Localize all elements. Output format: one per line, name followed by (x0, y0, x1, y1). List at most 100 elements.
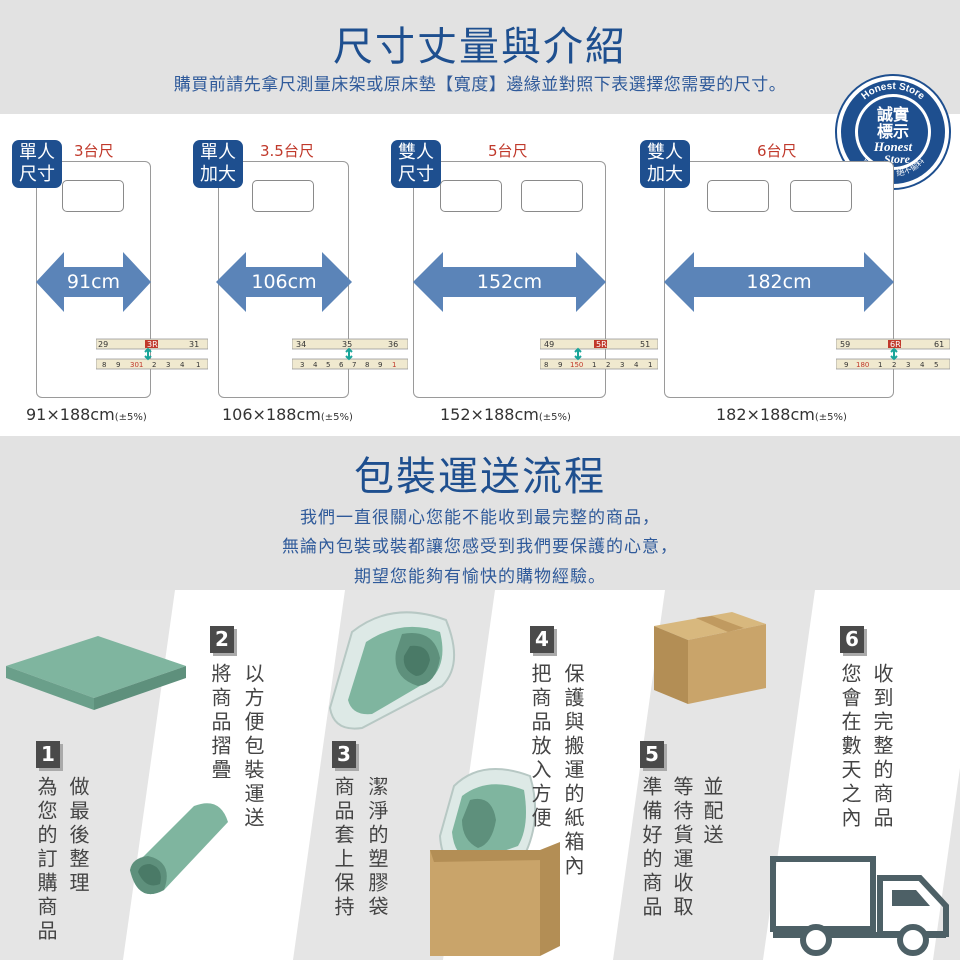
step-2-text-col1: 以方便包裝運送 (241, 663, 265, 831)
svg-text:8: 8 (544, 361, 548, 369)
svg-text:9: 9 (378, 361, 382, 369)
svg-text:180: 180 (856, 361, 869, 369)
width-arrow-single-plus: 106cm (216, 252, 352, 312)
svg-text:9: 9 (844, 361, 848, 369)
svg-text:3R: 3R (147, 340, 158, 349)
step-2-text-col2: 將商品摺疊 (208, 663, 232, 783)
step-5-text-col1: 並配送 (700, 776, 724, 848)
size-tag-double-plus: 雙人加大 (640, 140, 690, 188)
step-4-text-col1: 保護與搬運的紙箱內 (561, 663, 585, 879)
shipping-intro-line1: 我們一直很關心您能不能收到最完整的商品， (300, 508, 660, 528)
badge-cn-line1: 誠實 (877, 105, 909, 124)
width-arrow-double: 152cm (413, 252, 606, 312)
bed-double-plus-pillow-left (707, 180, 769, 212)
svg-text:3: 3 (906, 361, 910, 369)
shipping-section-title: 包裝運送流程 (354, 454, 606, 500)
tape-measure-single-plus: 34 35 36 3 4 5 6 7 8 9 1 (292, 338, 408, 370)
dimension-single: 91×188cm(±5%) (26, 405, 147, 424)
svg-text:6R: 6R (890, 340, 901, 349)
size-tag-single-plus: 單人加大 (193, 140, 243, 188)
bed-double-pillow-right (521, 180, 583, 212)
svg-text:9: 9 (558, 361, 562, 369)
step-5-text-col3: 準備好的商品 (639, 776, 663, 920)
step-2-number: 2 (210, 626, 234, 653)
mattress-flat-illustration (6, 636, 186, 710)
svg-text:150: 150 (570, 361, 583, 369)
svg-text:7: 7 (352, 361, 356, 369)
tape-measure-double-plus: 59 6R 61 9 180 1 2 3 4 5 (836, 338, 950, 370)
delivery-truck-icon (770, 856, 949, 956)
svg-text:9: 9 (116, 361, 120, 369)
step-4-text-col2: 把商品放入方便 (528, 663, 552, 831)
svg-text:2: 2 (892, 361, 896, 369)
svg-text:8: 8 (102, 361, 106, 369)
svg-text:29: 29 (98, 340, 108, 349)
svg-text:34: 34 (296, 340, 306, 349)
step-1-text-col2: 為您的訂購商品 (34, 776, 58, 944)
width-arrow-single: 91cm (36, 252, 151, 312)
box-with-mattress-illustration (430, 767, 560, 956)
tape-measure-single: 29 3R 31 8 9 301 2 3 4 1 (96, 338, 208, 370)
width-arrow-double-plus: 182cm (664, 252, 894, 312)
svg-text:★: ★ (934, 107, 940, 115)
svg-text:8: 8 (365, 361, 369, 369)
bed-single-plus-pillow (252, 180, 314, 212)
step-3-number: 3 (332, 741, 356, 768)
step-3-text-col1: 潔淨的塑膠袋 (365, 776, 389, 920)
svg-text:5: 5 (326, 361, 330, 369)
svg-text:1: 1 (196, 361, 200, 369)
dimension-double-plus: 182×188cm(±5%) (716, 405, 847, 424)
width-label-double: 152cm (476, 271, 543, 293)
bagged-mattress-illustration (328, 611, 456, 730)
size-tag-single: 單人尺寸 (12, 140, 62, 188)
shipping-intro-line3: 期望您能夠有愉快的購物經驗。 (354, 567, 606, 587)
tape-measure-double: 49 5R 51 8 9 150 1 2 3 4 1 (540, 338, 658, 370)
step-1-text-col1: 做最後整理 (66, 776, 90, 896)
size-header-band (0, 0, 960, 114)
size-section-title: 尺寸丈量與介紹 (333, 24, 627, 70)
svg-text:5: 5 (934, 361, 938, 369)
step-1-number: 1 (36, 741, 60, 768)
svg-text:★: ★ (842, 133, 848, 141)
svg-text:49: 49 (544, 340, 554, 349)
step-6-text-col2: 您會在數天之內 (838, 663, 862, 831)
shipping-header-band (0, 436, 960, 590)
step-3-text-col2: 商品套上保持 (331, 776, 355, 920)
tai-label-double-plus: 6台尺 (757, 142, 797, 160)
svg-text:301: 301 (130, 361, 143, 369)
svg-text:31: 31 (189, 340, 199, 349)
dimension-double: 152×188cm(±5%) (440, 405, 571, 424)
step-6-text-col1: 收到完整的商品 (870, 663, 894, 831)
badge-cn-line2: 標示 (877, 122, 909, 141)
svg-text:5R: 5R (596, 340, 607, 349)
svg-text:6: 6 (339, 361, 344, 369)
svg-text:3: 3 (300, 361, 304, 369)
svg-text:1: 1 (392, 361, 396, 369)
size-tag-double: 雙人尺寸 (391, 140, 441, 188)
svg-text:★: ★ (938, 133, 944, 141)
width-label-single: 91cm (66, 271, 121, 293)
svg-text:★: ★ (846, 107, 852, 115)
bed-single-pillow (62, 180, 124, 212)
step-6-number: 6 (840, 626, 864, 653)
badge-en-line1: Honest (873, 139, 913, 154)
svg-text:2: 2 (606, 361, 610, 369)
mattress-rolled-illustration (130, 803, 228, 895)
bed-double-plus-pillow-right (790, 180, 852, 212)
tai-label-single-plus: 3.5台尺 (260, 142, 314, 160)
svg-text:61: 61 (934, 340, 944, 349)
svg-text:4: 4 (920, 361, 925, 369)
svg-text:4: 4 (313, 361, 318, 369)
tai-label-single: 3台尺 (74, 142, 114, 160)
svg-text:4: 4 (180, 361, 185, 369)
svg-text:4: 4 (634, 361, 639, 369)
width-label-single-plus: 106cm (251, 271, 317, 293)
step-5-text-col2: 等待貨運收取 (670, 776, 694, 920)
step-5-number: 5 (640, 741, 664, 768)
svg-text:3: 3 (620, 361, 624, 369)
svg-text:35: 35 (342, 340, 352, 349)
dimension-single-plus: 106×188cm(±5%) (222, 405, 353, 424)
svg-text:3: 3 (166, 361, 170, 369)
shipping-intro-line2: 無論內包裝或裝都讓您感受到我們要保護的心意， (282, 537, 678, 557)
svg-text:1: 1 (878, 361, 882, 369)
